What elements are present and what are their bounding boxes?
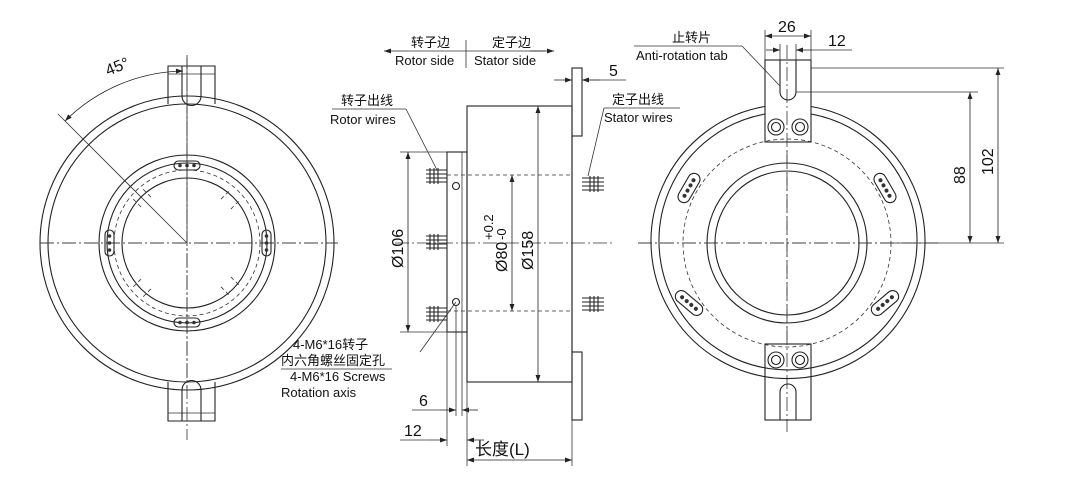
dim-d106-label: Ø106 [390,229,407,268]
angle-label: 45° [103,55,132,80]
front-screw-holes [132,188,242,298]
dim-12: 12 [400,332,484,446]
back-top-tab [764,59,812,143]
dim-12-tab: 12 [766,33,852,60]
dim-102: 102 [811,67,1004,244]
stator-wires-en: Stator wires [604,110,673,125]
screws-cn-2: 内六角螺丝固定孔 [281,353,385,368]
tab-cn: 止转片 [672,30,711,45]
back-bottom-tab [764,343,812,421]
stator-wires [582,176,604,312]
stator-side-cn: 定子边 [492,35,531,50]
back-view: 止转片 Anti-rotation tab 26 12 [634,19,1004,432]
side-view: 转子边 Rotor side 定子边 Stator side 转子出线 Roto… [281,35,680,466]
rotation-axis: Rotation axis [281,385,357,400]
stator-wires-callout: 定子出线 Stator wires [587,92,680,177]
rotor-wires-cn: 转子出线 [341,93,393,108]
rotor-wires-callout: 转子出线 Rotor wires [330,93,438,171]
stator-wires-cn: 定子出线 [612,92,664,107]
dim-12-tab-label: 12 [828,33,846,50]
dim-12-label: 12 [404,423,422,440]
dim-d80: Ø80 +0.2 -0 [481,175,515,311]
tab-en: Anti-rotation tab [636,48,728,63]
dim-6-label: 6 [419,393,428,410]
dim-tol-upper: +0.2 [481,214,496,240]
dim-88-label: 88 [952,166,969,184]
dim-tol-lower: -0 [494,228,509,240]
dim-88: 88 [796,91,978,244]
dim-102-label: 102 [980,148,997,175]
screws-callout: 4-M6*16转子 内六角螺丝固定孔 4-M6*16 Screws Rotati… [281,301,457,400]
dim-length: 长度(L) [466,382,573,466]
length-label: 长度(L) [475,440,530,459]
rotor-side-en: Rotor side [395,53,454,68]
screws-cn-1: 4-M6*16转子 [293,337,368,352]
dim-flange-thickness: 5 [554,63,626,83]
dim-d106: Ø106 [390,151,447,333]
rotor-wires-en: Rotor wires [330,112,396,127]
dim-26: 26 [764,19,812,60]
rotor-side-cn: 转子边 [411,35,450,50]
dim-d158-label: Ø158 [520,231,537,270]
screws-en: 4-M6*16 Screws [290,369,386,384]
dim-d158: Ø158 [520,106,541,382]
stator-side-en: Stator side [474,53,536,68]
front-top-tab [167,65,216,107]
rotor-wires [426,168,447,322]
dim-d80-label: Ø80 [494,242,511,272]
back-slots [674,172,900,316]
tab-callout: 止转片 Anti-rotation tab [634,30,781,87]
dim-26-label: 26 [778,19,796,36]
dim-flange-label: 5 [609,63,618,80]
dim-6: 6 [412,306,478,416]
side-header: 转子边 Rotor side 定子边 Stator side [384,35,554,68]
front-bottom-tab [167,379,216,422]
